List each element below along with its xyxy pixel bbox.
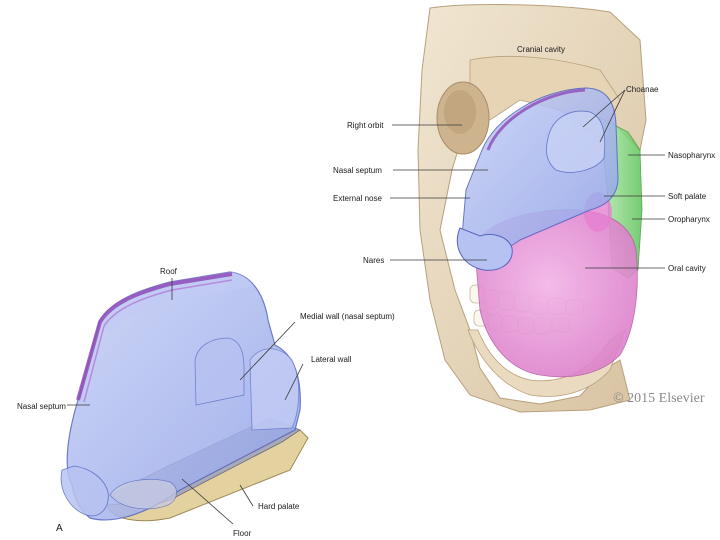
label-nasal-septum-right: Nasal septum (333, 166, 382, 175)
left-leader-lines (67, 278, 304, 525)
right-leader-lines (390, 89, 665, 269)
nasal-septum-band (76, 272, 233, 401)
lateral-wall-panel (249, 348, 300, 431)
floor-oval (109, 478, 177, 510)
label-floor: Floor (233, 529, 252, 538)
panel-label: A (56, 523, 63, 534)
left-labels: Roof Medial wall (nasal septum) Lateral … (17, 267, 395, 538)
medial-wall-panel (194, 337, 245, 406)
copyright-notice: © 2015 Elsevier (613, 391, 705, 406)
label-medial-wall: Medial wall (nasal septum) (300, 312, 395, 321)
nostril-bulge (60, 465, 109, 517)
label-cranial-cavity: Cranial cavity (517, 45, 565, 54)
label-nares: Nares (363, 256, 384, 265)
label-roof: Roof (160, 267, 178, 276)
label-soft-palate: Soft palate (668, 192, 707, 201)
label-lateral-wall: Lateral wall (311, 355, 352, 364)
label-right-orbit: Right orbit (347, 121, 384, 130)
skull-illustration (417, 4, 647, 413)
right-orbit-shadow (444, 90, 476, 134)
label-oropharynx: Oropharynx (668, 215, 710, 224)
nasal-septum-band-inner (83, 279, 233, 403)
label-hard-palate: Hard palate (258, 502, 300, 511)
label-oral-cavity: Oral cavity (668, 264, 706, 273)
choanae-opening (546, 110, 606, 173)
label-external-nose: External nose (333, 194, 382, 203)
label-nasopharynx: Nasopharynx (668, 151, 715, 160)
nasal-cavity-model (60, 271, 309, 522)
label-nasal-septum-left: Nasal septum (17, 402, 66, 411)
right-labels: Cranial cavity Choanae Right orbit Nasop… (333, 45, 715, 273)
label-choanae: Choanae (626, 85, 659, 94)
roof-band (100, 272, 254, 335)
nasal-septum-strip (486, 88, 586, 151)
